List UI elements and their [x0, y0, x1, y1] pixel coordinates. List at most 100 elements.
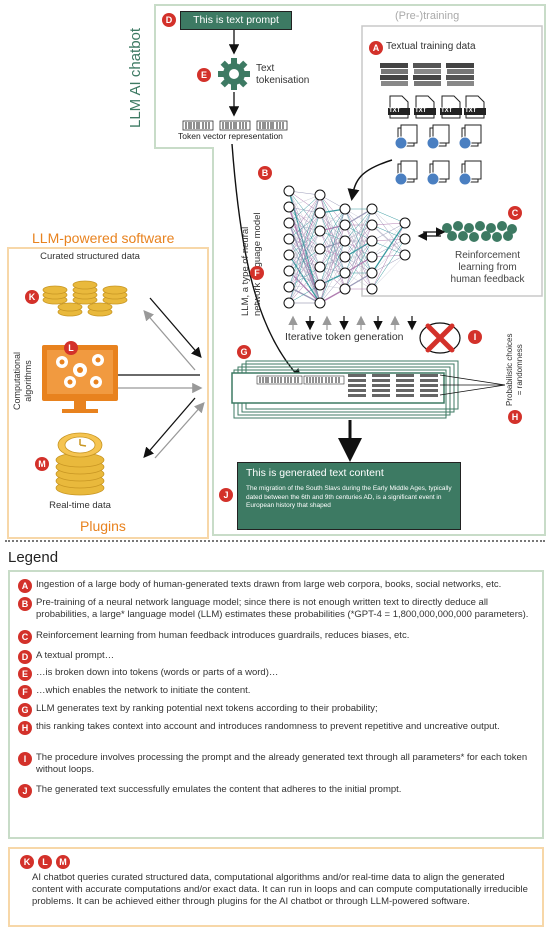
pretraining-frame: [361, 25, 543, 297]
rlhf-line1: Reinforcement: [454, 250, 521, 261]
legend-item-text: …which enables the network to initiate t…: [36, 685, 251, 696]
network-node: [314, 189, 326, 201]
software-frame: [7, 247, 209, 539]
network-node: [314, 225, 326, 237]
legend-item-text: A textual prompt…: [36, 650, 115, 661]
network-edge: [319, 212, 346, 258]
network-edge: [288, 238, 321, 268]
network-node: [314, 207, 326, 219]
network-edge: [288, 270, 321, 286]
legend-item-text: …is broken down into tokens (words or pa…: [36, 667, 279, 678]
badge-c: C: [508, 206, 522, 220]
monitor-gears-icon: [42, 345, 118, 413]
network-edge: [371, 222, 406, 258]
network-node: [314, 279, 326, 291]
network-node: [366, 267, 378, 279]
generated-body: The migration of the South Slavs during …: [246, 485, 452, 509]
network-edge: [288, 286, 321, 304]
network-node: [339, 251, 351, 263]
network-edge: [319, 230, 346, 258]
network-edge: [288, 266, 321, 304]
network-node: [283, 265, 295, 277]
network-node: [314, 297, 326, 309]
coin-stack-icon: [42, 280, 128, 317]
network-edge: [319, 266, 346, 290]
network-edge: [344, 208, 373, 258]
network-edge: [371, 238, 406, 290]
legend-item-text: Pre-training of a neural network languag…: [36, 597, 529, 620]
legend-item-text: LLM generates text by ranking potential …: [36, 703, 378, 714]
network-edge: [288, 206, 321, 232]
network-edge: [319, 224, 346, 286]
network-node: [283, 185, 295, 197]
llm-label-wrap: LLM, a type of neural network language m…: [240, 188, 270, 318]
network-node: [366, 251, 378, 263]
no-loop-icon: [419, 322, 461, 354]
network-edge: [288, 238, 321, 304]
network-edge: [288, 248, 321, 272]
clock-coins-icon: [55, 432, 105, 496]
network-edge: [319, 248, 346, 290]
network-edge: [319, 194, 346, 258]
network-edge: [288, 222, 321, 250]
network-node: [339, 235, 351, 247]
prompt-box: This is text prompt: [180, 11, 292, 30]
network-edge: [319, 208, 346, 232]
network-edge: [344, 208, 373, 242]
curated-label: Curated structured data: [40, 251, 140, 262]
legend-item-text: Reinforcement learning from human feedba…: [36, 630, 410, 641]
pretraining-title: (Pre-)training: [395, 10, 460, 22]
klm-text: AI chatbot queries curated structured da…: [32, 872, 528, 907]
network-edge: [319, 212, 346, 242]
network-edge: [344, 240, 373, 290]
txt-label: TXT: [389, 108, 401, 114]
network-node: [283, 281, 295, 293]
iterative-label: Iterative token generation: [285, 331, 404, 343]
probabilistic-wrap: Probabilistic choices = randomness: [505, 318, 531, 408]
legend-badge: I: [18, 752, 32, 766]
network-edge: [288, 212, 321, 240]
badge-d: D: [162, 13, 176, 27]
legend-badge: E: [18, 667, 32, 681]
network-edge: [319, 240, 346, 286]
legend-badge: F: [18, 685, 32, 699]
token-vector-barcodes: [182, 120, 288, 131]
badge-b: B: [258, 166, 272, 180]
network-edge: [288, 190, 321, 250]
network-edge: [319, 208, 346, 250]
network-node: [314, 243, 326, 255]
badge-i: I: [468, 330, 482, 344]
badge-h: H: [508, 410, 522, 424]
network-edge: [288, 194, 321, 272]
gear-icon: [218, 58, 250, 90]
network-edge: [288, 190, 321, 268]
network-edge: [288, 222, 321, 268]
network-edge: [288, 230, 321, 272]
network-node: [283, 249, 295, 261]
book-stack-icon: [380, 63, 474, 86]
legend-title: Legend: [8, 549, 59, 566]
network-edge: [288, 206, 321, 250]
network-edge: [319, 230, 346, 290]
network-edge: [288, 254, 321, 286]
diagram-canvas: [7, 4, 546, 539]
network-edge: [288, 254, 321, 268]
token-vector-label: Token vector representation: [178, 131, 283, 141]
rlhf-label: Reinforcement learning from human feedba…: [440, 250, 535, 286]
network-edge: [288, 248, 321, 288]
legend-box: [8, 570, 544, 839]
network-node: [283, 297, 295, 309]
legend-badge: J: [18, 784, 32, 798]
tokenisation-label: Text tokenisation: [256, 63, 310, 86]
network-edge: [371, 222, 406, 226]
network-edge: [288, 194, 321, 256]
badge-j: J: [219, 488, 233, 502]
legend-badge: A: [18, 579, 32, 593]
network-node: [399, 217, 411, 229]
network-node: [339, 283, 351, 295]
badge-l: L: [64, 341, 78, 355]
computational-line2: algorithms: [23, 360, 33, 402]
network-edge: [319, 208, 346, 268]
badge-a: A: [369, 41, 383, 55]
network-edge: [319, 240, 346, 304]
